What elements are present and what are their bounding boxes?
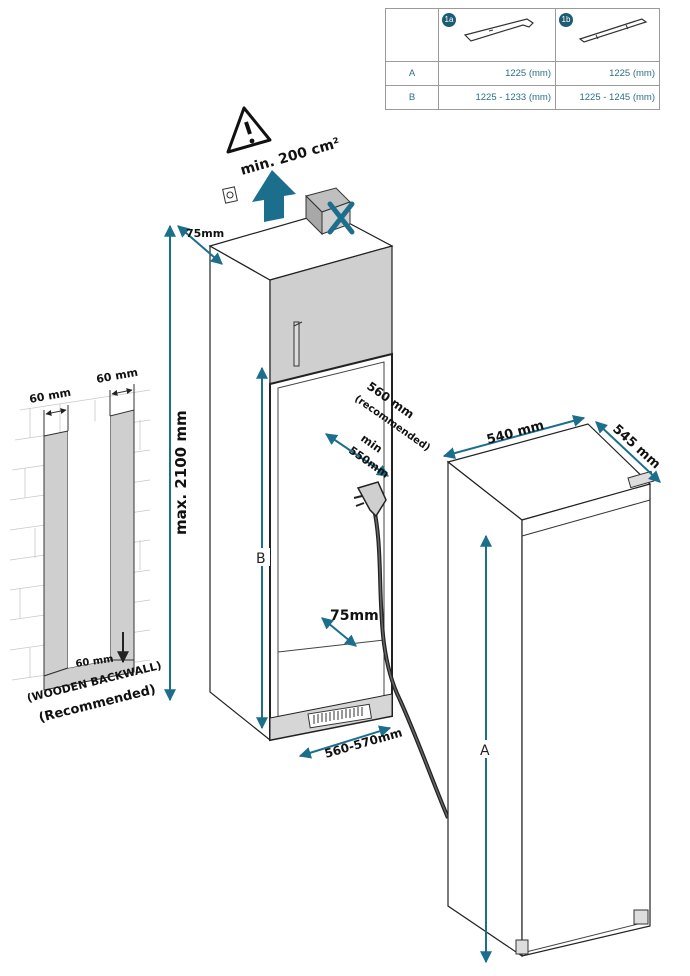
ventilation-up-arrow-icon [252, 170, 296, 222]
ventilation-warning: min. 200 cm² [222, 106, 355, 236]
table-cell: 1225 - 1245 (mm) [555, 85, 660, 110]
table-row: A 1225 (mm) 1225 (mm) [385, 61, 660, 86]
table-cell: 1225 - 1233 (mm) [438, 85, 556, 110]
strip-bottom-label: 60 mm [75, 654, 114, 670]
max-height-dimension: max. 2100 mm [164, 224, 190, 702]
dimension-table: 1a 1b A 1225 (mm) 1225 (mm) B 1225 - 123… [385, 8, 660, 110]
backwall-illustration: 60 mm 60 mm 60 mm (WOODEN BACKWALL) (Rec… [9, 366, 163, 726]
blocked-vent-icon [305, 187, 355, 236]
dim-b-label: B [256, 551, 266, 567]
table-row-label: B [385, 85, 439, 110]
bracket-1a-icon [463, 18, 534, 42]
dim-a-label: A [480, 743, 490, 759]
top-gap-label: 75mm [186, 227, 224, 240]
strip-right-label: 60 mm [95, 366, 139, 386]
bracket-1b-icon [578, 18, 647, 43]
max-height-label: max. 2100 mm [172, 410, 190, 535]
backwall-left-strip [43, 430, 69, 677]
table-row: B 1225 - 1233 (mm) 1225 - 1245 (mm) [385, 85, 660, 110]
backwall-right-strip [109, 409, 135, 665]
cabinet-handle [293, 321, 300, 367]
socket-icon [222, 186, 238, 204]
refrigerator: A 540 mm 545 mm [442, 415, 663, 964]
table-cell: 1225 (mm) [555, 61, 660, 86]
ventilation-grille [307, 703, 372, 729]
table-header-1b: 1b [555, 8, 660, 62]
badge-1b: 1b [559, 13, 573, 27]
power-plug-icon [353, 481, 450, 819]
cabinet: B 75mm 560 mm (recommended) min 550mm 75… [177, 211, 450, 819]
fridge-door [521, 483, 651, 957]
width-range-label: 560-570mm [323, 725, 404, 761]
plinth-gap-label: 75mm [330, 608, 379, 624]
table-header-empty [385, 8, 439, 62]
badge-1a: 1a [442, 13, 456, 27]
